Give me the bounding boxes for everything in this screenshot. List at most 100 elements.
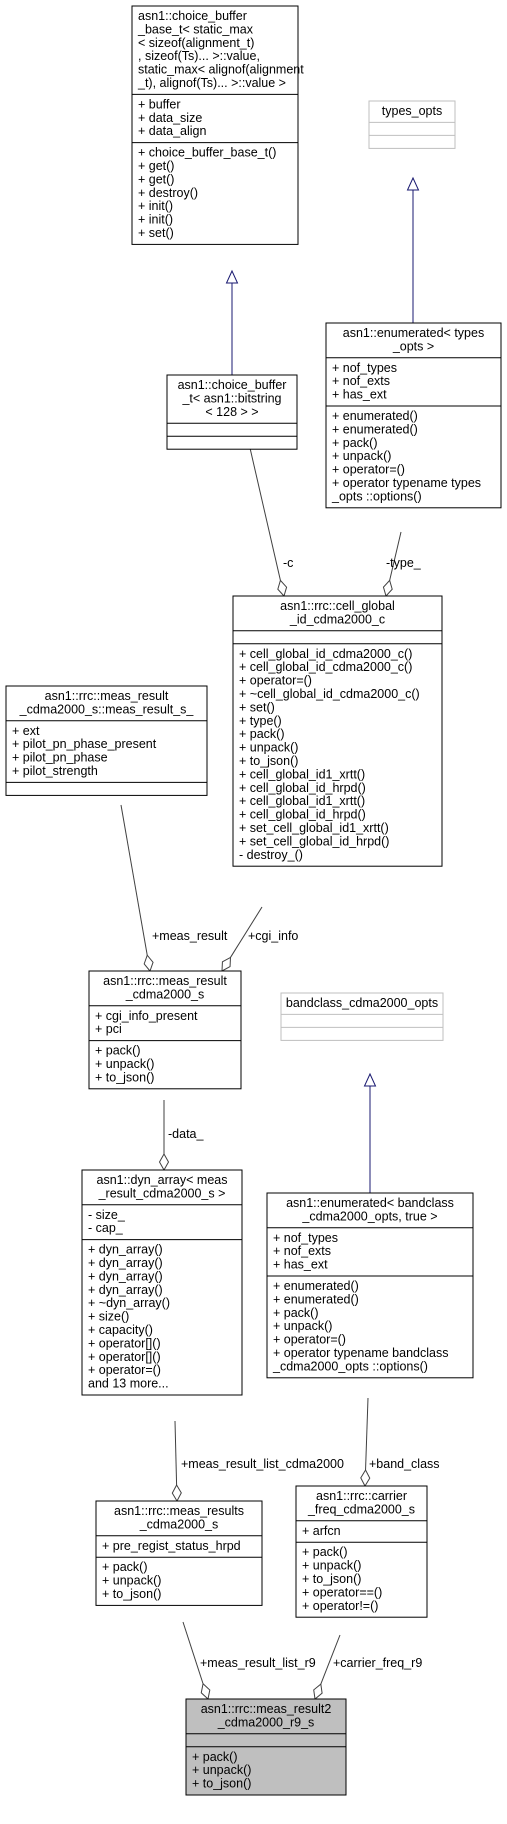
- class-box-bandclass-opts[interactable]: bandclass_cdma2000_opts: [280, 992, 444, 1041]
- class-title-line: static_max< alignof(alignment: [138, 63, 304, 77]
- class-method: - destroy_(): [239, 848, 303, 862]
- class-frame: [232, 595, 443, 867]
- composition-diamond: [382, 579, 393, 597]
- class-method: + cell_global_id_cdma2000_c(): [239, 660, 412, 674]
- class-title-line: _cdma2000_s::meas_result_s_: [19, 702, 195, 716]
- class-method: + operator=(): [273, 1333, 346, 1347]
- class-attribute: + data_align: [138, 124, 207, 138]
- class-method: + cell_global_id_cdma2000_c(): [239, 647, 412, 661]
- class-box-choice-buffer-bitstring[interactable]: asn1::choice_buffer_t< asn1::bitstring< …: [166, 374, 298, 450]
- class-method: + pack(): [332, 436, 378, 450]
- edge-line: [320, 1634, 341, 1685]
- edge-line: [389, 531, 402, 581]
- class-method: + size(): [88, 1310, 129, 1324]
- class-title-line: types_opts: [382, 104, 442, 118]
- edge-label: -type_: [386, 556, 422, 570]
- class-method: + pack(): [102, 1560, 148, 1574]
- class-method: + init(): [138, 213, 173, 227]
- class-method: + get(): [138, 159, 174, 173]
- edge-line: [120, 804, 148, 956]
- class-title-line: asn1::rrc::carrier: [316, 1489, 407, 1503]
- class-method: + get(): [138, 172, 174, 186]
- class-frame: [368, 100, 456, 149]
- class-method: + set(): [138, 226, 174, 240]
- class-method: + to_json(): [102, 1587, 161, 1601]
- class-box-meas-result-s[interactable]: asn1::rrc::meas_result_cdma2000_s::meas_…: [5, 685, 208, 796]
- class-method: + unpack(): [302, 1559, 361, 1573]
- class-title-line: asn1::dyn_array< meas: [97, 1173, 228, 1187]
- class-method: + type(): [239, 714, 282, 728]
- class-method: + enumerated(): [273, 1292, 359, 1306]
- edge-enumerated-types-opts-to-cell-global-id: [382, 531, 402, 597]
- class-method: _cdma2000_opts ::options(): [272, 1359, 428, 1373]
- class-method: + set_cell_global_id1_xrtt(): [239, 821, 389, 835]
- class-title-line: _cdma2000_opts, true >: [301, 1209, 437, 1223]
- class-method: + enumerated(): [332, 409, 418, 423]
- class-method: + choice_buffer_base_t(): [138, 146, 276, 160]
- class-title-line: asn1::rrc::meas_result2: [201, 1702, 332, 1716]
- class-attribute: - cap_: [88, 1221, 124, 1235]
- class-method: + operator[](): [88, 1336, 161, 1350]
- class-title-line: _t), alignof(Ts)... >::value >: [137, 76, 286, 90]
- class-title-line: asn1::choice_buffer: [138, 9, 247, 23]
- edge-line: [230, 906, 263, 958]
- class-title-line: bandclass_cdma2000_opts: [286, 996, 438, 1010]
- class-method: + dyn_array(): [88, 1283, 163, 1297]
- class-method: and 13 more...: [88, 1377, 169, 1391]
- class-attribute: + has_ext: [332, 388, 387, 402]
- edge-cell-global-id-to-meas-result-cdma2000: [221, 906, 263, 972]
- class-frame: [88, 970, 242, 1090]
- composition-diamond: [200, 1682, 211, 1700]
- class-box-meas-result-cdma2000[interactable]: asn1::rrc::meas_result_cdma2000_s+ cgi_i…: [88, 970, 242, 1090]
- class-attribute: + pilot_strength: [12, 764, 98, 778]
- class-box-dyn-array[interactable]: asn1::dyn_array< meas_result_cdma2000_s …: [81, 1169, 243, 1396]
- class-method: + pack(): [192, 1750, 238, 1764]
- class-box-enumerated-bandclass[interactable]: asn1::enumerated< bandclass_cdma2000_opt…: [266, 1192, 474, 1379]
- edge-label: +meas_result: [152, 929, 228, 943]
- class-method: + enumerated(): [273, 1279, 359, 1293]
- edge-enumerated-types-opts-to-types-opts: [406, 176, 420, 323]
- class-frame: [5, 685, 208, 796]
- composition-diamond: [360, 1468, 371, 1488]
- class-method: + cell_global_id1_xrtt(): [239, 794, 365, 808]
- class-box-meas-results-cdma2000[interactable]: asn1::rrc::meas_results_cdma2000_s+ pre_…: [95, 1500, 263, 1606]
- class-box-meas-result2[interactable]: asn1::rrc::meas_result2_cdma2000_r9_s+ p…: [185, 1698, 347, 1796]
- class-attribute: + buffer: [138, 97, 181, 111]
- class-method: + unpack(): [273, 1319, 332, 1333]
- edge-enumerated-bandclass-to-carrier-freq: [360, 1397, 371, 1488]
- class-box-enumerated-types-opts[interactable]: asn1::enumerated< types_opts >+ nof_type…: [325, 322, 502, 509]
- class-attribute: + nof_types: [273, 1231, 338, 1245]
- inheritance-arrowhead: [406, 176, 420, 191]
- class-attribute: + pci: [95, 1022, 122, 1036]
- edges-layer: [120, 176, 420, 1700]
- class-title-line: < 128 > >: [205, 405, 258, 419]
- edge-line: [249, 447, 281, 581]
- composition-diamond: [171, 1483, 182, 1503]
- class-box-choice-buffer-base[interactable]: asn1::choice_buffer_base_t< static_max< …: [131, 5, 304, 245]
- class-frame: [280, 992, 444, 1041]
- class-method: + ~cell_global_id_cdma2000_c(): [239, 687, 420, 701]
- class-method: + enumerated(): [332, 422, 418, 436]
- class-method: _opts ::options(): [331, 489, 422, 503]
- class-box-carrier-freq[interactable]: asn1::rrc::carrier_freq_cdma2000_s+ arfc…: [295, 1485, 428, 1618]
- edge-label: -c: [283, 556, 293, 570]
- class-attribute: + pre_regist_status_hrpd: [102, 1539, 241, 1553]
- class-frame: [325, 322, 502, 509]
- class-title-line: , sizeof(Ts)... >::value,: [138, 49, 260, 63]
- inheritance-arrowhead: [225, 269, 239, 284]
- class-title-line: asn1::choice_buffer: [178, 378, 287, 392]
- class-method: + cell_global_id_hrpd(): [239, 808, 366, 822]
- class-box-types-opts[interactable]: types_opts: [368, 100, 456, 149]
- class-method: + destroy(): [138, 186, 198, 200]
- class-method: + set(): [239, 700, 275, 714]
- class-title-line: asn1::rrc::meas_result: [103, 974, 227, 988]
- class-attribute: + ext: [12, 724, 40, 738]
- class-title-line: _cdma2000_s: [125, 987, 205, 1001]
- edge-label: -data_: [168, 1127, 204, 1141]
- class-attribute: + data_size: [138, 111, 202, 125]
- edge-carrier-freq-to-meas-result2: [313, 1634, 341, 1700]
- class-method: + unpack(): [239, 741, 298, 755]
- class-box-cell-global-id[interactable]: asn1::rrc::cell_global_id_cdma2000_c+ ce…: [232, 595, 443, 867]
- class-title-line: _base_t< static_max: [137, 22, 254, 36]
